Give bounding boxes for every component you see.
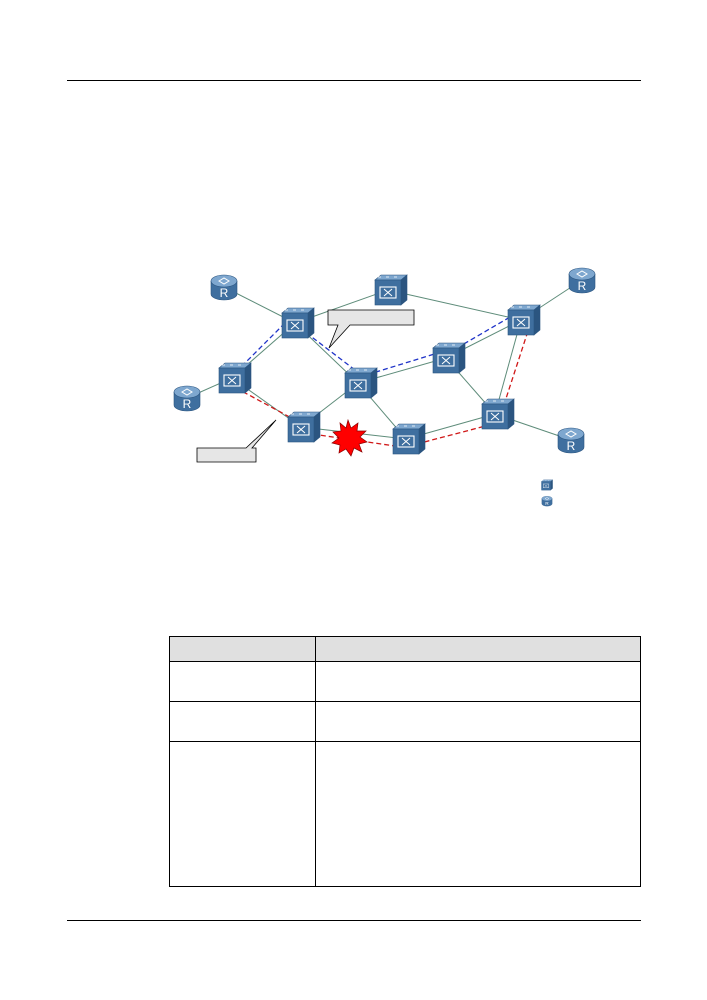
switch-icon	[481, 398, 515, 430]
switch-icon	[374, 274, 408, 306]
switch-icon	[392, 423, 426, 455]
router-icon	[568, 267, 596, 294]
switch-icon	[432, 342, 466, 374]
link	[494, 319, 522, 415]
table-row	[169, 661, 641, 702]
network-diagram: R	[173, 267, 596, 508]
top-callout	[327, 309, 415, 349]
failure-callout	[196, 419, 277, 463]
link	[387, 289, 522, 321]
router-icon	[210, 274, 238, 301]
parameter-table	[169, 636, 641, 887]
table-row	[169, 741, 641, 887]
legend-switch-icon	[541, 479, 553, 491]
table-header-description	[315, 636, 641, 662]
table-header-name	[169, 636, 316, 662]
switch-icon	[344, 367, 378, 399]
switch-icon	[281, 307, 315, 339]
table-cell-description	[315, 701, 641, 742]
footer-rule	[67, 920, 641, 921]
table-cell-name	[169, 661, 316, 702]
failure-burst-icon	[331, 418, 368, 457]
table-cell-name	[169, 741, 316, 887]
table-row	[169, 701, 641, 742]
switch-icon	[507, 304, 541, 336]
table-header-row	[169, 636, 641, 662]
backup-path	[235, 330, 529, 448]
legend-router-icon	[541, 496, 553, 508]
switch-icon	[287, 411, 321, 443]
router-icon	[173, 385, 201, 412]
router-icon	[557, 427, 585, 454]
header-rule	[67, 80, 641, 81]
legend	[541, 479, 553, 508]
table-cell-description	[315, 661, 641, 702]
table-cell-description	[315, 741, 641, 887]
table-cell-name	[169, 701, 316, 742]
switch-icon	[218, 362, 252, 394]
